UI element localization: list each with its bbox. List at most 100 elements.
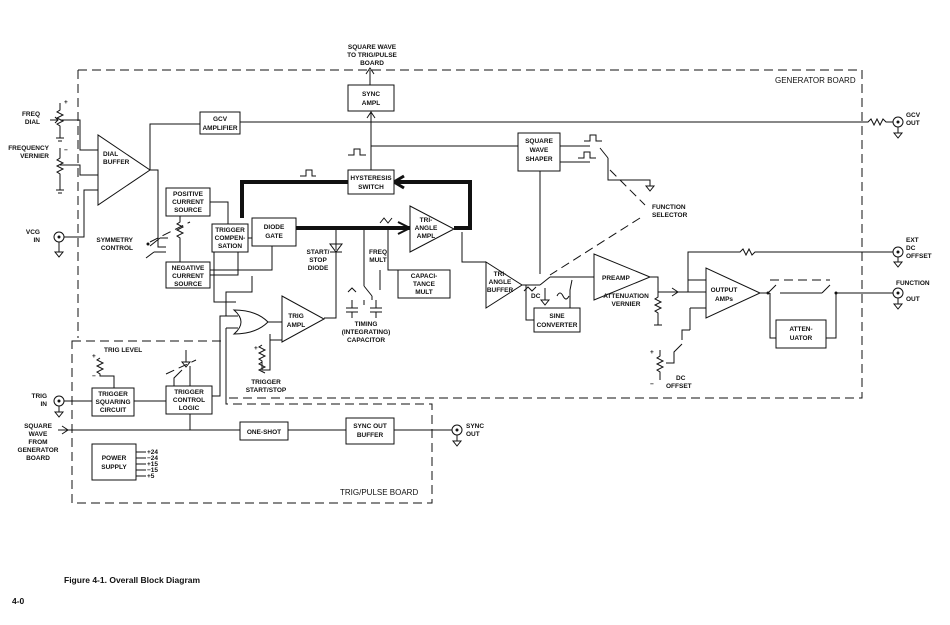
freq-dial-potentiometer: + xyxy=(50,99,68,142)
svg-text:POWER: POWER xyxy=(102,455,127,462)
svg-text:TRIGGER: TRIGGER xyxy=(174,389,204,396)
sync-out-connector xyxy=(451,424,463,447)
dc-offset-label: DC OFFSET xyxy=(666,375,692,390)
gcv-out-label: GCV OUT xyxy=(906,112,921,127)
svg-text:OUT: OUT xyxy=(906,296,920,303)
function-out-label: FUNCTION OUT xyxy=(896,280,930,303)
or-gate-symbol xyxy=(232,309,269,335)
svg-text:DIODE: DIODE xyxy=(308,265,329,272)
svg-text:GATE: GATE xyxy=(265,233,283,240)
svg-text:UATOR: UATOR xyxy=(790,335,813,342)
svg-text:SOURCE: SOURCE xyxy=(174,207,202,214)
svg-text:DIODE: DIODE xyxy=(264,224,285,231)
svg-text:CAPACI-: CAPACI- xyxy=(411,273,438,280)
svg-text:POSITIVE: POSITIVE xyxy=(173,191,204,198)
timing-capacitor-symbol xyxy=(346,287,382,318)
svg-text:COMPEN-: COMPEN- xyxy=(215,235,246,242)
svg-text:TRI-: TRI- xyxy=(494,271,507,278)
svg-text:DIAL: DIAL xyxy=(25,119,40,126)
attenuator-block: ATTEN- UATOR xyxy=(775,319,827,349)
svg-text:OFFSET: OFFSET xyxy=(666,383,692,390)
trig-level-potentiometer: + − xyxy=(92,353,115,388)
svg-text:AMPLIFIER: AMPLIFIER xyxy=(202,125,237,132)
svg-text:SATION: SATION xyxy=(218,243,242,250)
trigger-squaring-circuit-block: TRIGGER SQUARING CIRCUIT xyxy=(91,387,135,417)
svg-text:EXT: EXT xyxy=(906,237,919,244)
svg-text:AMPL: AMPL xyxy=(362,100,380,107)
svg-text:SWITCH: SWITCH xyxy=(358,184,384,191)
svg-text:TIMING: TIMING xyxy=(355,321,378,328)
svg-text:VCG: VCG xyxy=(26,229,40,236)
svg-text:CIRCUIT: CIRCUIT xyxy=(100,407,126,414)
svg-text:VERNIER: VERNIER xyxy=(20,153,49,160)
svg-text:OUT: OUT xyxy=(906,120,920,127)
trigger-control-logic-block: TRIGGER CONTROL LOGIC xyxy=(165,385,213,415)
trig-in-connector xyxy=(53,395,92,418)
svg-text:−15: −15 xyxy=(147,467,158,474)
sync-out-label: SYNC OUT xyxy=(466,423,484,438)
svg-text:FUNCTION: FUNCTION xyxy=(896,280,930,287)
svg-text:BUFFER: BUFFER xyxy=(103,159,130,166)
square-wave-from-generator-label: SQUARE WAVE FROM GENERATOR BOARD xyxy=(18,423,59,462)
svg-text:BUFFER: BUFFER xyxy=(357,432,384,439)
figure-caption: Figure 4-1. Overall Block Diagram xyxy=(64,575,200,585)
svg-text:SQUARING: SQUARING xyxy=(95,399,130,406)
trig-level-label: TRIG LEVEL xyxy=(104,347,142,354)
svg-text:ATTENUATION: ATTENUATION xyxy=(603,293,649,300)
svg-text:ONE-SHOT: ONE-SHOT xyxy=(247,429,281,436)
svg-text:−: − xyxy=(64,147,68,154)
svg-text:SELECTOR: SELECTOR xyxy=(652,212,688,219)
svg-text:IN: IN xyxy=(41,401,48,408)
svg-text:SINE: SINE xyxy=(549,313,565,320)
trig-in-label: TRIG IN xyxy=(31,393,47,408)
svg-text:+5: +5 xyxy=(147,473,155,480)
svg-text:LOGIC: LOGIC xyxy=(179,405,200,412)
trigger-start-stop-switch: + xyxy=(254,344,267,370)
svg-text:IN: IN xyxy=(34,237,41,244)
svg-text:TO TRIG/PULSE: TO TRIG/PULSE xyxy=(347,52,397,59)
svg-text:SQUARE WAVE: SQUARE WAVE xyxy=(348,44,397,51)
svg-text:BUFFER: BUFFER xyxy=(487,287,514,294)
sync-ampl-block: SYNC AMPL xyxy=(347,84,395,112)
svg-text:SYMMETRY: SYMMETRY xyxy=(96,237,133,244)
generator-board-label: GENERATOR BOARD xyxy=(775,76,856,85)
svg-text:OFFSET: OFFSET xyxy=(906,253,932,260)
svg-text:CONVERTER: CONVERTER xyxy=(537,322,578,329)
svg-text:FREQUENCY: FREQUENCY xyxy=(8,145,49,152)
function-selector-label: FUNCTION SELECTOR xyxy=(652,204,688,219)
triangle-buffer-block: TRI- ANGLE BUFFER xyxy=(485,261,523,309)
ext-dc-offset-connector xyxy=(892,246,904,268)
svg-text:GCV: GCV xyxy=(906,112,921,119)
square-wave-to-trig-label: SQUARE WAVE TO TRIG/PULSE BOARD xyxy=(347,44,397,67)
svg-text:SYNC: SYNC xyxy=(466,423,484,430)
svg-text:SOURCE: SOURCE xyxy=(174,281,202,288)
sync-out-buffer-block: SYNC OUT BUFFER xyxy=(345,417,395,445)
negative-current-source-block: NEGATIVE CURRENT SOURCE xyxy=(165,261,211,289)
svg-text:START/STOP: START/STOP xyxy=(246,387,287,394)
timing-capacitor-label: TIMING (INTEGRATING) CAPACITOR xyxy=(342,321,391,344)
svg-text:−: − xyxy=(92,373,96,380)
svg-text:+: + xyxy=(92,353,96,360)
svg-text:ATTEN-: ATTEN- xyxy=(789,326,812,333)
svg-text:FREQ: FREQ xyxy=(369,249,387,256)
positive-current-source-block: POSITIVE CURRENT SOURCE xyxy=(165,187,211,217)
triangle-ampl-block: TRI- ANGLE AMPL xyxy=(409,205,456,253)
svg-text:SQUARE: SQUARE xyxy=(525,138,553,145)
freq-mult-label: FREQ MULT xyxy=(369,249,387,264)
function-out-connector xyxy=(892,287,904,310)
svg-text:CURRENT: CURRENT xyxy=(172,199,204,206)
gcv-out-connector xyxy=(892,116,904,139)
svg-text:STOP: STOP xyxy=(309,257,327,264)
svg-text:WAVE: WAVE xyxy=(530,147,549,154)
vcg-in-connector xyxy=(53,189,98,258)
one-shot-block: ONE-SHOT xyxy=(239,421,289,441)
svg-text:SYNC OUT: SYNC OUT xyxy=(353,423,387,430)
svg-text:SUPPLY: SUPPLY xyxy=(101,464,127,471)
svg-text:ANGLE: ANGLE xyxy=(415,225,438,232)
svg-text:BOARD: BOARD xyxy=(360,60,384,67)
trigger-start-stop-label: TRIGGER START/STOP xyxy=(246,379,287,394)
svg-text:DIAL: DIAL xyxy=(103,151,118,158)
svg-text:GENERATOR: GENERATOR xyxy=(18,447,59,454)
ext-dc-offset-label: EXT DC OFFSET xyxy=(906,237,932,260)
